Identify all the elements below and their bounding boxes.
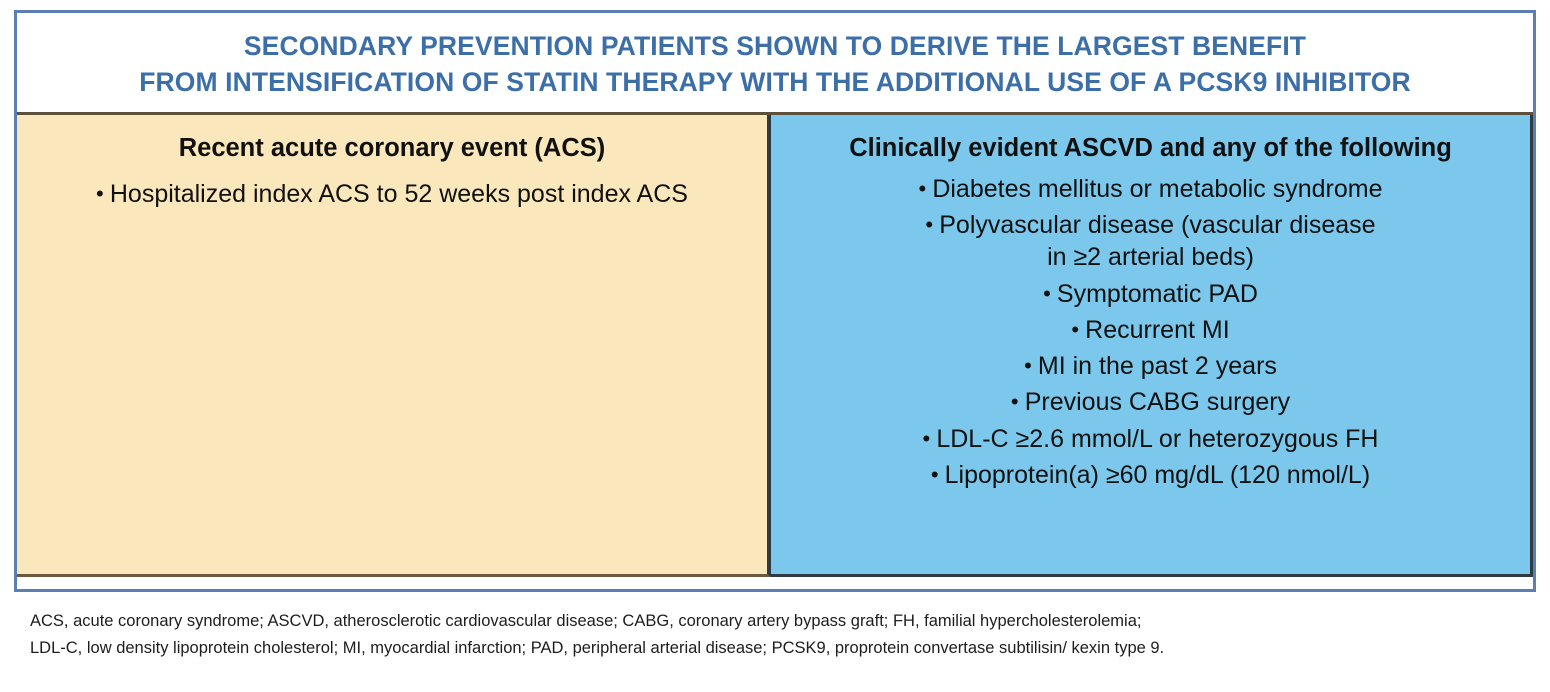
bullet-dot-icon: • [96, 180, 110, 206]
figure-footnote: ACS, acute coronary syndrome; ASCVD, ath… [30, 608, 1530, 661]
figure-title-line-1: SECONDARY PREVENTION PATIENTS SHOWN TO D… [243, 31, 1307, 61]
list-item-label: Symptomatic PAD [1056, 279, 1258, 308]
panels-container: Recent acute coronary event (ACS) • Hosp… [17, 115, 1533, 577]
bullet-dot-icon: • [918, 175, 933, 201]
list-item: • Diabetes mellitus or metabolic syndrom… [771, 169, 1530, 205]
bullet-dot-icon: • [922, 425, 937, 451]
bullet-dot-icon: • [925, 212, 940, 238]
list-item: • Lipoprotein(a) ≥60 mg/dL (120 nmol/L) [771, 455, 1530, 491]
list-item: • Symptomatic PAD [771, 274, 1530, 310]
bullet-dot-icon: • [1071, 316, 1086, 342]
list-item-continuation: in ≥2 arterial beds) [1047, 243, 1254, 272]
list-item: • Recurrent MI [771, 310, 1530, 346]
list-item: • MI in the past 2 years [771, 346, 1530, 382]
figure-frame: SECONDARY PREVENTION PATIENTS SHOWN TO D… [14, 10, 1536, 592]
list-item: • Polyvascular disease (vascular disease… [771, 205, 1530, 274]
panel-right-bullet-list: • Diabetes mellitus or metabolic syndrom… [771, 169, 1530, 491]
panel-clinically-evident-ascvd: Clinically evident ASCVD and any of the … [771, 115, 1533, 577]
bullet-dot-icon: • [1024, 353, 1038, 379]
list-item-label: LDL-C ≥2.6 mmol/L or heterozygous FH [936, 424, 1379, 453]
list-item: • Previous CABG surgery [771, 382, 1530, 418]
list-item: • LDL-C ≥2.6 mmol/L or heterozygous FH [771, 419, 1530, 455]
footnote-line-2: LDL-C, low density lipoprotein cholester… [30, 638, 1165, 657]
panel-left-bullet-list: • Hospitalized index ACS to 52 weeks pos… [17, 167, 767, 210]
list-item-label: Recurrent MI [1085, 315, 1230, 344]
bullet-dot-icon: • [1043, 280, 1057, 306]
panel-left-heading: Recent acute coronary event (ACS) [178, 134, 606, 162]
list-item-label: Previous CABG surgery [1024, 388, 1291, 417]
panel-recent-acs: Recent acute coronary event (ACS) • Hosp… [17, 115, 771, 577]
list-item-label: Lipoprotein(a) ≥60 mg/dL (120 nmol/L) [944, 460, 1371, 489]
footnote-line-1: ACS, acute coronary syndrome; ASCVD, ath… [30, 612, 1142, 630]
panel-right-heading: Clinically evident ASCVD and any of the … [849, 134, 1452, 162]
figure-title-line-2: FROM INTENSIFICATION OF STATIN THERAPY W… [139, 66, 1411, 97]
list-item-label: Polyvascular disease (vascular disease [939, 211, 1376, 240]
list-item: • Hospitalized index ACS to 52 weeks pos… [17, 167, 767, 210]
list-item-label: Hospitalized index ACS to 52 weeks post … [109, 179, 688, 208]
bullet-dot-icon: • [930, 461, 945, 487]
list-item-label: MI in the past 2 years [1037, 352, 1277, 381]
list-item-label: Diabetes mellitus or metabolic syndrome [932, 174, 1383, 203]
bullet-dot-icon: • [1010, 389, 1025, 415]
figure-title-band: SECONDARY PREVENTION PATIENTS SHOWN TO D… [17, 13, 1533, 115]
